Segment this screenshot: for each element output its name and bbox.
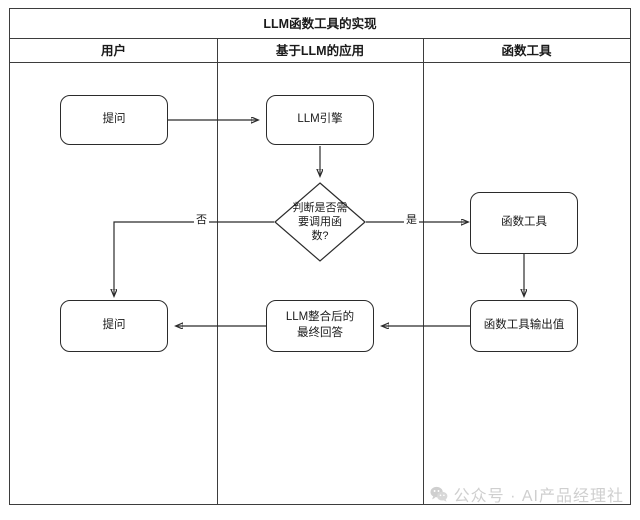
node-ask-bottom-label: 提问 <box>102 319 126 332</box>
node-ask-bottom[interactable]: 提问 <box>60 300 168 352</box>
node-final-answer-label: LLM整合后的 最终回答 <box>285 311 355 339</box>
edge-label-no: 否 <box>194 211 209 227</box>
diagram-title: LLM函数工具的实现 <box>10 9 630 39</box>
lane-header-llm-app: 基于LLM的应用 <box>217 39 423 63</box>
wechat-icon <box>430 486 448 502</box>
node-decision-label: 判断是否需 要调用函 数? <box>292 201 348 243</box>
node-llm-engine-label: LLM引擎 <box>297 113 343 126</box>
watermark-text: 公众号 · AI产品经理社 <box>453 488 624 505</box>
lane-divider-2 <box>423 39 424 505</box>
node-function-tool[interactable]: 函数工具 <box>470 192 578 254</box>
watermark: 公众号 · AI产品经理社 <box>430 482 624 506</box>
diamond-shape <box>274 182 366 262</box>
node-ask-top-label: 提问 <box>102 113 126 126</box>
node-llm-engine[interactable]: LLM引擎 <box>266 95 374 145</box>
node-tool-output-label: 函数工具输出值 <box>483 319 565 332</box>
node-function-tool-label: 函数工具 <box>501 216 547 229</box>
node-tool-output[interactable]: 函数工具输出值 <box>470 300 578 352</box>
edge-label-yes: 是 <box>404 211 419 227</box>
lane-divider-1 <box>217 39 218 505</box>
lane-header-user: 用户 <box>10 39 217 63</box>
node-ask-top[interactable]: 提问 <box>60 95 168 145</box>
node-final-answer[interactable]: LLM整合后的 最终回答 <box>266 300 374 352</box>
node-decision[interactable]: 判断是否需 要调用函 数? <box>274 182 366 262</box>
lane-header-function-tool: 函数工具 <box>423 39 630 63</box>
